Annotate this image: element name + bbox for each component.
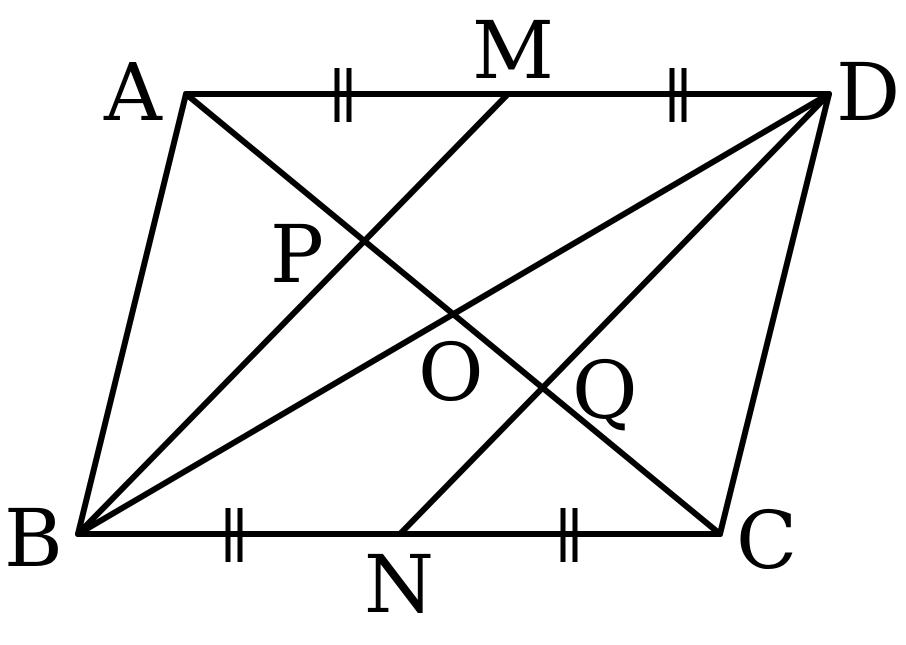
label-p: P xyxy=(270,208,324,301)
label-a: A xyxy=(103,46,163,139)
segment-bm xyxy=(75,91,511,537)
equal-mark-md xyxy=(669,68,687,122)
label-n: N xyxy=(364,538,434,631)
label-o: O xyxy=(418,326,484,419)
label-c: C xyxy=(736,494,797,587)
label-d: D xyxy=(836,46,900,139)
label-m: M xyxy=(472,4,554,97)
label-b: B xyxy=(4,492,63,585)
equal-mark-am xyxy=(334,68,352,122)
side-dc xyxy=(717,91,832,537)
label-q: Q xyxy=(572,344,638,437)
diagonal-bd xyxy=(75,91,832,537)
side-ab xyxy=(75,91,189,537)
equal-mark-bn xyxy=(225,508,243,562)
segment-dn xyxy=(397,91,832,537)
equal-mark-nc xyxy=(560,508,578,562)
